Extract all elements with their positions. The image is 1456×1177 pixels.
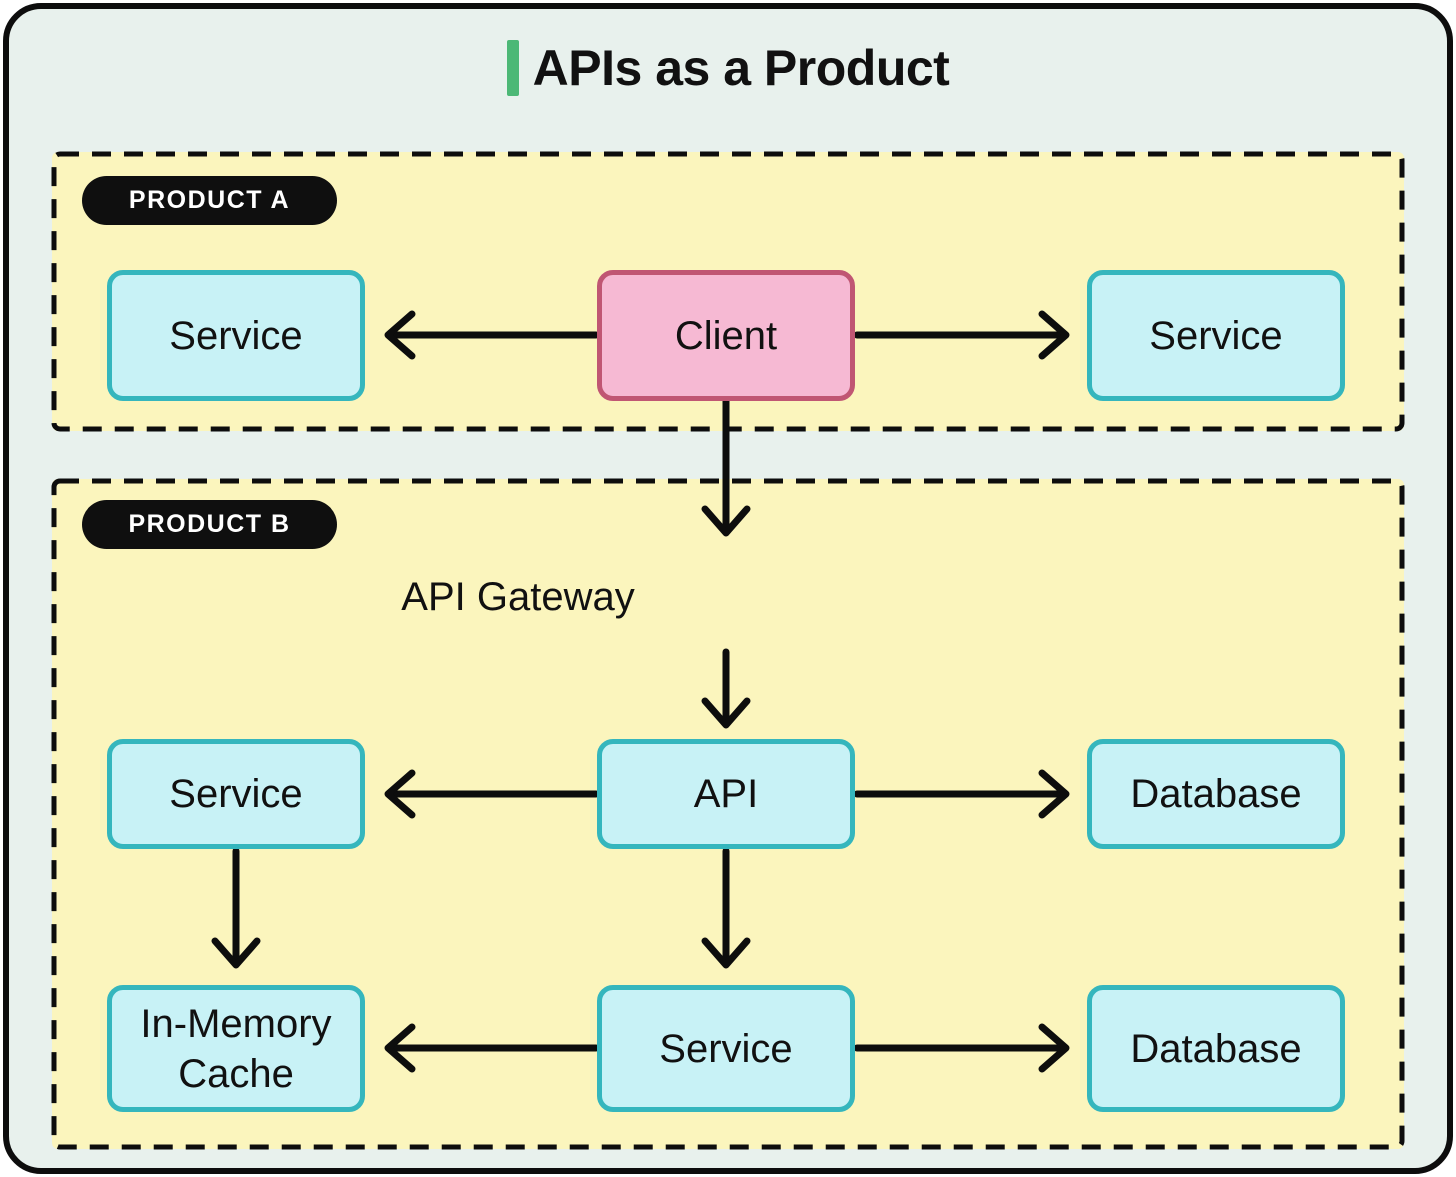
node-service-left-product-b: Service	[107, 739, 365, 849]
node-service-left-product-a: Service	[107, 270, 365, 401]
node-label: Database	[1130, 1026, 1302, 1071]
node-service-right-product-a: Service	[1087, 270, 1345, 401]
node-database-top: Database	[1087, 739, 1345, 849]
node-label: API	[693, 772, 759, 816]
node-label: In-Memory Cache	[140, 1001, 332, 1096]
node-label: Service	[1149, 313, 1283, 358]
node-service-bottom: Service	[597, 985, 855, 1112]
node-label: Service	[659, 1026, 793, 1071]
product-a-badge: PRODUCT A	[82, 176, 337, 225]
node-label: Client	[674, 313, 778, 358]
title-bar: APIs as a Product	[0, 40, 1456, 96]
page-title: APIs as a Product	[532, 40, 950, 96]
node-client: Client	[597, 270, 855, 401]
node-label: Database	[1130, 772, 1302, 816]
node-api: API	[597, 739, 855, 849]
product-b-badge: PRODUCT B	[82, 500, 337, 549]
node-label: Service	[169, 313, 303, 358]
node-database-bottom: Database	[1087, 985, 1345, 1112]
node-label: Service	[169, 772, 303, 816]
node-in-memory-cache: In-Memory Cache	[107, 985, 365, 1112]
title-accent-bar-icon	[506, 40, 519, 96]
api-gateway-label: API Gateway	[401, 575, 635, 619]
